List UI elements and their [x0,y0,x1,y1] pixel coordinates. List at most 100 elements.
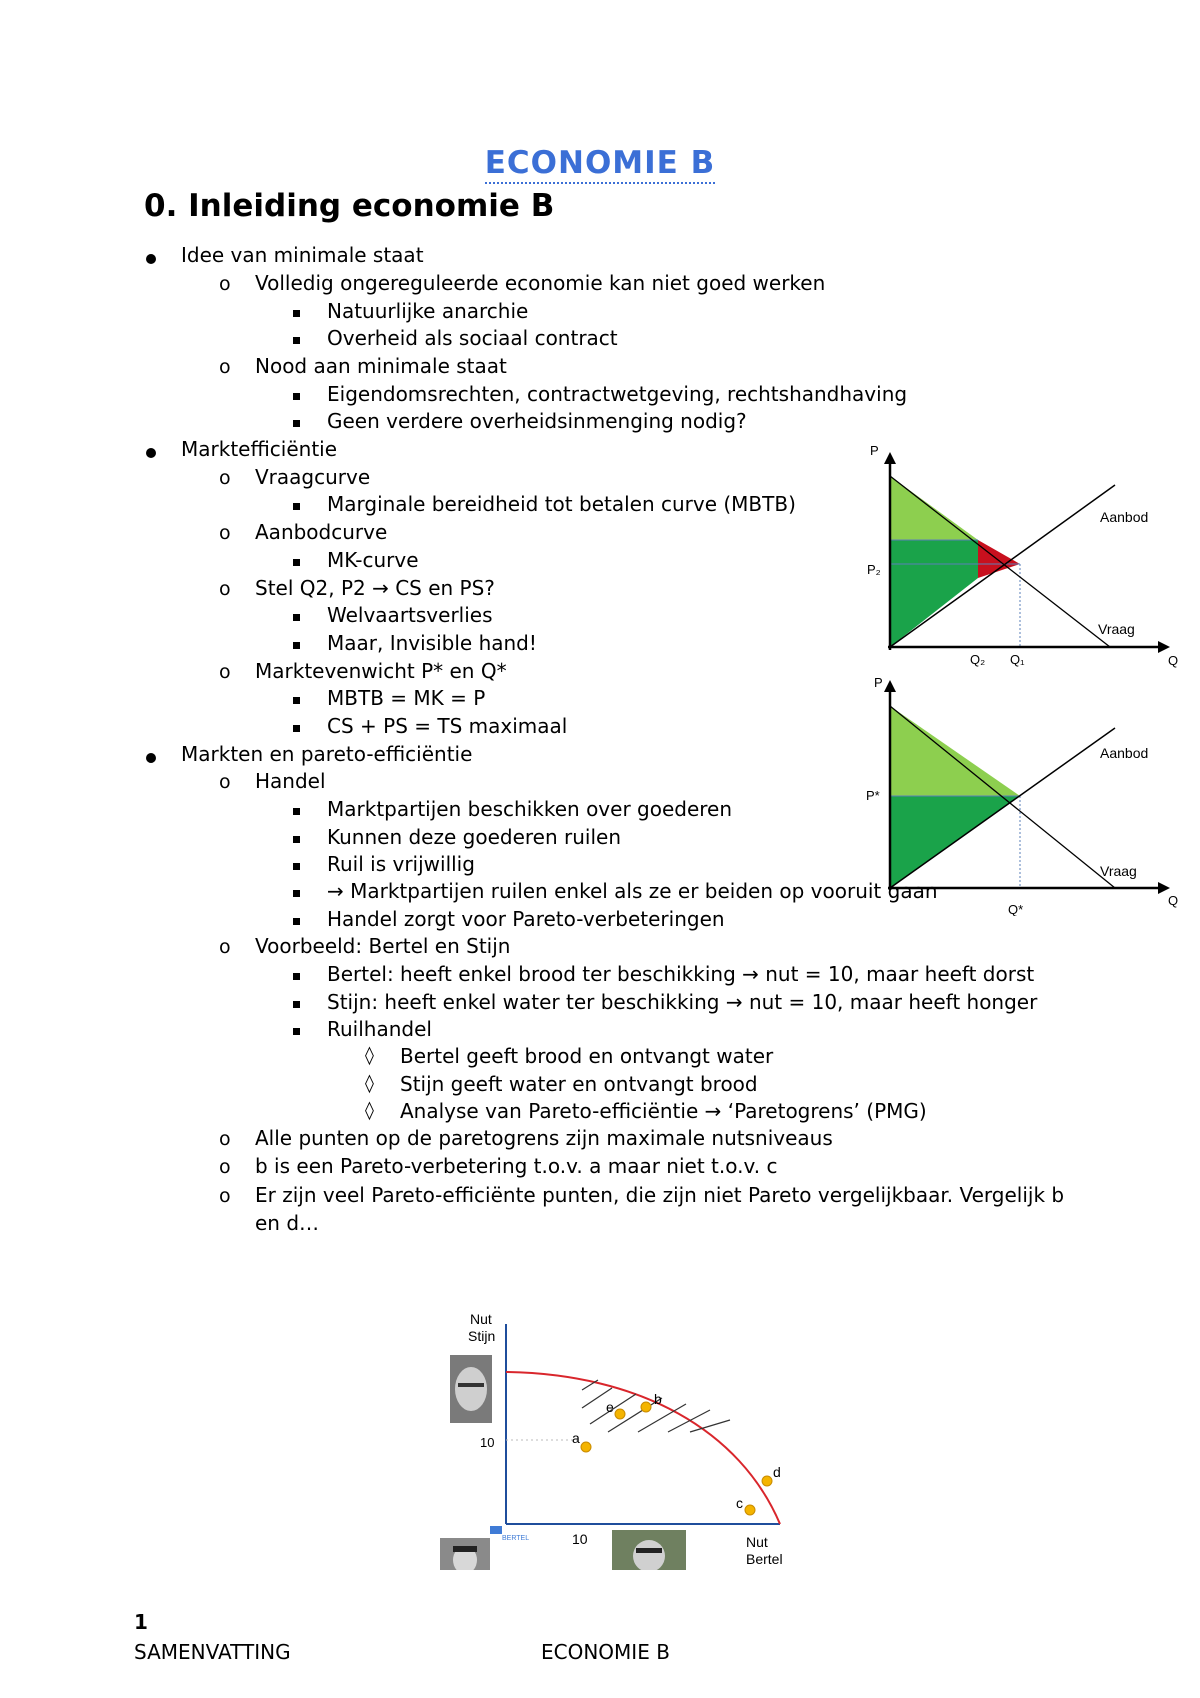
square-bullet-icon [293,503,300,510]
outline-item: Er zijn veel Pareto-efficiënte punten, d… [255,1183,1065,1207]
circle-bullet-icon: o [219,771,231,793]
outline-item: Voorbeeld: Bertel en Stijn [255,934,511,958]
page-number: 1 [134,1610,148,1634]
bullet-icon [146,254,156,264]
outline-item: Idee van minimale staat [181,243,424,267]
stijn-photo [450,1355,492,1423]
bullet-icon [146,448,156,458]
square-bullet-icon [293,337,300,344]
circle-bullet-icon: o [219,522,231,544]
outline-item: Handel [255,769,326,793]
point-e [614,1408,626,1420]
square-bullet-icon [293,420,300,427]
square-bullet-icon [293,808,300,815]
hatched-improvement-area [581,1379,731,1433]
x-axis-label-line1: Nut [746,1534,768,1550]
demand-label: Vraag [1100,863,1137,879]
circle-bullet-icon: o [219,936,231,958]
outline-item: b is een Pareto-verbetering t.o.v. a maa… [255,1154,778,1178]
circle-bullet-icon: o [219,467,231,489]
outline-item: Stijn geeft water en ontvangt brood [400,1072,758,1096]
outline-item: Marktefficiëntie [181,437,338,461]
price-label: P₂ [867,562,881,577]
circle-bullet-icon: o [219,1128,231,1150]
outline-item: Stel Q2, P2 → CS en PS? [255,576,495,600]
square-bullet-icon [293,393,300,400]
outline-item: Natuurlijke anarchie [327,299,529,323]
outline-item: Ruilhandel [327,1017,432,1041]
outline-item: Alle punten op de paretogrens zijn maxim… [255,1126,833,1150]
circle-bullet-icon: o [219,1185,231,1207]
square-bullet-icon [293,1028,300,1035]
outline-item: Eigendomsrechten, contractwetgeving, rec… [327,382,908,406]
outline-item: Maar, Invisible hand! [327,631,537,655]
price-label: P* [866,788,880,803]
footer-left: SAMENVATTING [134,1640,291,1664]
square-bullet-icon [293,918,300,925]
outline-item: Marktevenwicht P* en Q* [255,659,507,683]
square-bullet-icon [293,863,300,870]
consumer-surplus-area [890,706,1020,796]
supply-label: Aanbod [1100,509,1148,525]
outline-item: Geen verdere overheidsinmenging nodig? [327,409,747,433]
point-c [744,1504,756,1516]
circle-bullet-icon: o [219,578,231,600]
outline-item: MK-curve [327,548,419,572]
consumer-surplus-area [890,476,978,540]
document-title: ECONOMIE B [0,145,1200,184]
circle-bullet-icon: o [219,273,231,295]
point-label-b: b [654,1391,662,1407]
q2-label: Q₂ [970,652,985,667]
point-b [640,1401,652,1413]
outline-item: Bertel: heeft enkel brood ter beschikkin… [327,962,1035,986]
demand-line [889,705,1116,889]
equilibrium-chart: P Q Aanbod Vraag P* Q* [866,676,1178,916]
y-axis-label: P [870,443,879,458]
square-bullet-icon [293,614,300,621]
point-label-a: a [572,1430,580,1446]
diamond-bullet-icon: ◊ [365,1045,374,1066]
square-bullet-icon [293,310,300,317]
outline-item: Ruil is vrijwillig [327,852,475,876]
outline-item: Markten en pareto-efficiëntie [181,742,473,766]
diamond-bullet-icon: ◊ [365,1100,374,1121]
outline-item: Vraagcurve [255,465,371,489]
x-axis-label: Q [1168,893,1178,908]
diamond-bullet-icon: ◊ [365,1073,374,1094]
square-bullet-icon [293,836,300,843]
supply-line [889,484,1116,648]
square-bullet-icon [293,973,300,980]
outline-item: Stijn: heeft enkel water ter beschikking… [327,990,1038,1014]
point-label-c: c [736,1495,743,1511]
outline-item: en d… [255,1211,320,1235]
outline-item: Marktpartijen beschikken over goederen [327,797,733,821]
outline-item: CS + PS = TS maximaal [327,714,568,738]
bertel-logo: BERTEL [490,1526,529,1542]
y-axis-label: P [874,676,883,690]
q1-label: Q₁ [1010,652,1025,667]
point-label-e: e [606,1399,614,1415]
y-tick-label: 10 [480,1435,494,1450]
y-axis-label-line2: Stijn [468,1328,495,1344]
square-bullet-icon [293,559,300,566]
circle-bullet-icon: o [219,1156,231,1178]
outline-item: Welvaartsverlies [327,603,493,627]
circle-bullet-icon: o [219,356,231,378]
circle-bullet-icon: o [219,661,231,683]
outline-item: Volledig ongereguleerde economie kan nie… [255,271,826,295]
section-heading: 0. Inleiding economie B [144,188,555,224]
outline-item: Overheid als sociaal contract [327,326,618,350]
footer-right: ECONOMIE B [541,1640,670,1664]
x-axis-label-line2: Bertel [746,1551,783,1567]
outline-item: Marginale bereidheid tot betalen curve (… [327,492,796,516]
outline-item: Aanbodcurve [255,520,388,544]
square-bullet-icon [293,642,300,649]
y-axis-label-line1: Nut [470,1311,492,1327]
outline-item: Nood aan minimale staat [255,354,507,378]
square-bullet-icon [293,697,300,704]
welfare-loss-chart: P Q Aanbod Vraag P₂ Q₂ Q₁ [867,443,1178,668]
welfare-loss-area [978,540,1020,578]
point-a [580,1441,592,1453]
